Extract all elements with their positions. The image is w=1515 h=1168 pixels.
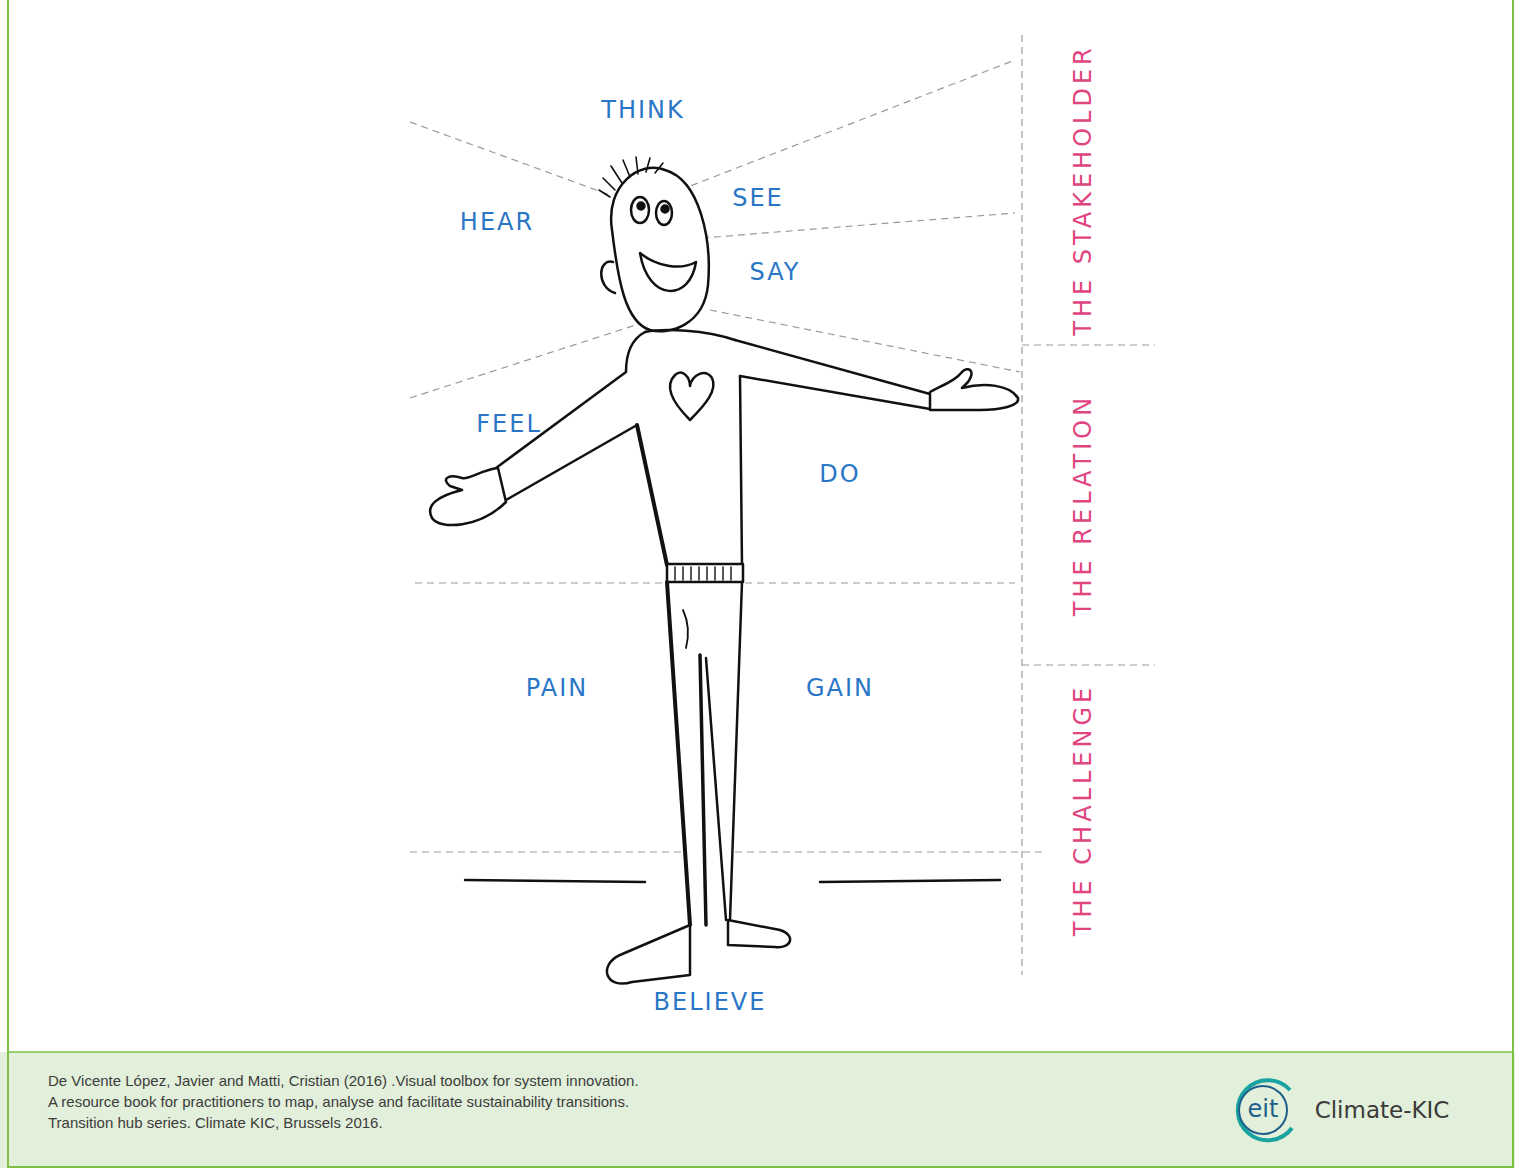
head-outline (611, 168, 709, 331)
shoulders (645, 330, 735, 340)
ground-line (820, 880, 1000, 882)
mind-region-label: HEAR (460, 208, 534, 236)
eye (631, 197, 649, 223)
ground-line (465, 880, 645, 882)
base-region-label: BELIEVE (654, 988, 767, 1016)
divider-line (410, 851, 682, 852)
logo-wordmark: Climate-KIC (1315, 1097, 1450, 1123)
right-leg-outer (730, 582, 742, 920)
belt (667, 564, 743, 582)
left-leg-outer (667, 582, 690, 925)
logo-ring (1239, 1086, 1287, 1134)
right-arm-inner (740, 376, 930, 409)
left-hand (430, 468, 506, 525)
divider-line (680, 60, 1015, 190)
left-leg-inner (700, 655, 706, 925)
region-dividers (410, 35, 1155, 975)
divider-line (745, 582, 1015, 583)
mind-region-label: SAY (750, 258, 801, 286)
trouser-fold (683, 610, 688, 648)
divider-line (410, 122, 610, 195)
source-caption: De Vicente López, Javier and Matti, Cris… (48, 1070, 648, 1133)
divider-line (410, 322, 645, 398)
divider-line (710, 310, 1020, 372)
mind-region-label: SEE (732, 184, 784, 212)
hair (599, 157, 663, 197)
pupil (662, 206, 669, 213)
divider-line (415, 582, 665, 583)
stick-figure (430, 157, 1018, 984)
divider-line (1022, 344, 1155, 345)
left-arm-outer (496, 332, 645, 468)
caption-divider (8, 1051, 1513, 1053)
logo-mark (1238, 1080, 1292, 1140)
ear (601, 262, 615, 293)
divider-line (735, 851, 1045, 852)
frame-border (8, 0, 1513, 1167)
divider-line (1022, 664, 1155, 665)
band-label: THE CHALLENGE (1069, 684, 1097, 936)
logo-text: eit (1248, 1095, 1279, 1123)
eye (656, 201, 672, 225)
relation-region-label: DO (819, 460, 860, 488)
logo-arc (1238, 1080, 1292, 1140)
right-leg-inner (706, 658, 726, 920)
challenge-region-label: PAIN (526, 674, 588, 702)
relation-region-label: FEEL (476, 410, 542, 438)
divider-line (702, 213, 1015, 238)
torso-right (740, 376, 742, 565)
right-hand (930, 369, 1018, 410)
mind-region-label: THINK (601, 96, 684, 124)
pupil (638, 203, 645, 210)
heart (670, 373, 713, 420)
challenge-region-label: GAIN (806, 674, 874, 702)
belt-ticks (675, 567, 731, 580)
band-label: THE RELATION (1069, 394, 1097, 616)
caption-band (0, 1052, 1515, 1168)
divider-line (1021, 35, 1022, 975)
mouth (640, 253, 696, 291)
right-arm-outer (735, 340, 930, 394)
right-foot (728, 920, 790, 947)
band-label: THE STAKEHOLDER (1069, 44, 1097, 335)
torso-left (637, 425, 667, 565)
left-foot (607, 925, 690, 984)
